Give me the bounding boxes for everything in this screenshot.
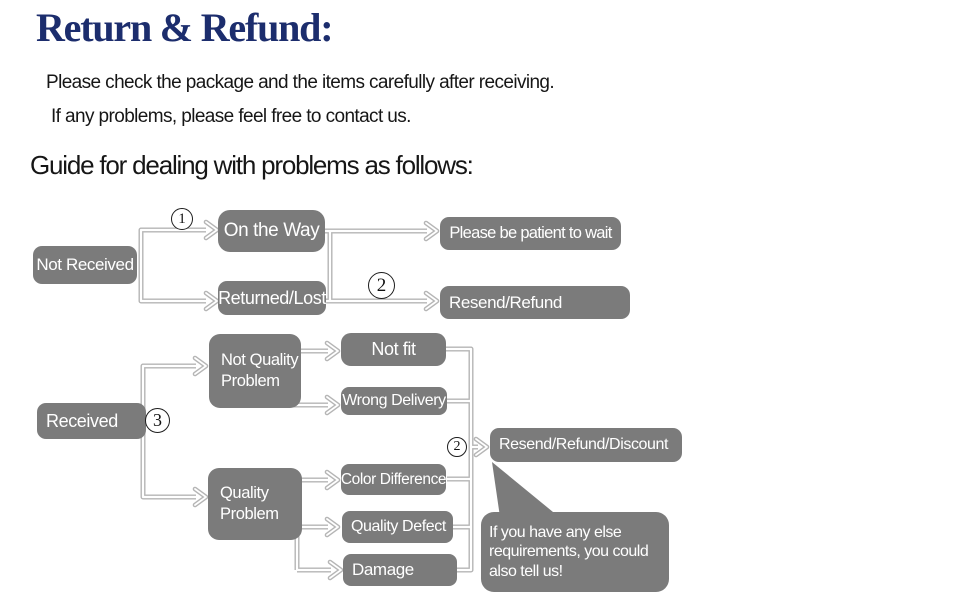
node-quality-defect: Quality Defect bbox=[342, 511, 453, 543]
node-received: Received bbox=[37, 403, 146, 439]
step-2-badge-top: 2 bbox=[368, 272, 395, 299]
page-title: Return & Refund: bbox=[36, 5, 334, 50]
step-3-badge: 3 bbox=[145, 408, 170, 433]
note-bubble: If you have any else requirements, you c… bbox=[481, 512, 669, 592]
node-not-received: Not Received bbox=[33, 246, 137, 284]
step-2-badge-bottom: 2 bbox=[447, 437, 467, 457]
node-resend-refund-discount: Resend/Refund/Discount bbox=[490, 428, 682, 462]
node-not-fit: Not fit bbox=[341, 333, 446, 366]
node-wrong-delivery: Wrong Delivery bbox=[341, 387, 447, 415]
note-bubble-tail bbox=[492, 462, 553, 517]
guide-heading: Guide for dealing with problems as follo… bbox=[30, 150, 474, 180]
node-returned-lost: Returned/Lost bbox=[218, 281, 326, 315]
node-damage: Damage bbox=[343, 554, 457, 586]
node-please-be-patient: Please be patient to wait bbox=[440, 217, 621, 250]
node-resend-refund: Resend/Refund bbox=[440, 286, 630, 319]
node-on-the-way: On the Way bbox=[218, 210, 325, 252]
node-not-quality-problem: Not Quality Problem bbox=[209, 334, 301, 408]
node-color-difference: Color Difference bbox=[341, 464, 447, 495]
step-1-badge: 1 bbox=[171, 208, 193, 230]
intro-line-2: If any problems, please feel free to con… bbox=[51, 106, 411, 127]
intro-line-1: Please check the package and the items c… bbox=[46, 72, 555, 93]
node-quality-problem: Quality Problem bbox=[208, 468, 302, 540]
